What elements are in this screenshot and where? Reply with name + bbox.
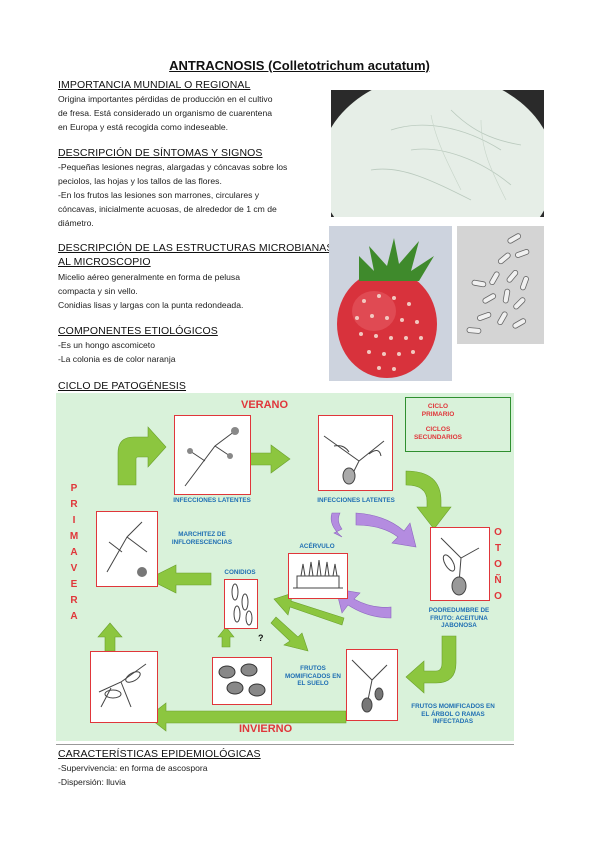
text-line: en Europa y está recogida como indeseabl… — [58, 122, 229, 132]
text-line: Micelio aéreo generalmente en forma de p… — [58, 272, 241, 282]
text-line: peciolos, las hojas y los tallos de las … — [58, 176, 222, 186]
heading-epidemiologicas: CARACTERÍSTICAS EPIDEMIOLÓGICAS — [58, 748, 261, 760]
label-marchitez: MARCHITEZ DE INFLORESCENCIAS — [162, 531, 242, 546]
text-line: -La colonia es de color naranja — [58, 354, 176, 364]
illustration-olive-tree-box — [90, 651, 158, 723]
label-line: FRUTO: ACEITUNA — [430, 614, 488, 622]
season-letter: T — [494, 543, 502, 554]
text-epidemiologicas: -Supervivencia: en forma de ascospora -D… — [58, 761, 358, 789]
strawberry-photo — [329, 226, 452, 381]
season-letter: I — [72, 515, 76, 526]
season-letter: O — [494, 591, 502, 602]
label-infecciones-2: INFECCIONES LATENTES — [317, 497, 395, 504]
conidia-microscope-image — [457, 226, 544, 344]
text-estructuras: Micelio aéreo generalmente en forma de p… — [58, 270, 328, 312]
illustration-mummified-tree-box — [346, 649, 398, 721]
text-line: -Pequeñas lesiones negras, alargadas y c… — [58, 162, 288, 172]
season-primavera: P R I M A V E R A — [68, 481, 80, 625]
season-verano: VERANO — [241, 399, 289, 411]
text-line: diámetro. — [58, 218, 94, 228]
illustration-mummified-ground-box — [212, 657, 272, 705]
heading-importancia: IMPORTANCIA MUNDIAL O REGIONAL — [58, 79, 251, 91]
divider — [56, 744, 514, 745]
label-line: EL SUELO — [297, 680, 329, 687]
season-letter: R — [70, 499, 78, 510]
label-line: FRUTOS MOMIFICADOS EN — [411, 703, 495, 710]
legend-label: CICLOS — [425, 426, 451, 433]
season-letter: O — [494, 559, 502, 570]
label-line: MOMIFICADOS EN — [285, 672, 341, 680]
legend-secundarios: CICLOS SECUNDARIOS — [408, 426, 468, 441]
label-frutos-suelo: FRUTOS MOMIFICADOS EN EL SUELO — [280, 665, 346, 688]
text-line: -Es un hongo ascomiceto — [58, 340, 155, 350]
label-line: INFECTADAS — [432, 718, 474, 725]
label-line: FRUTOS — [300, 665, 326, 672]
label-line: MARCHITEZ DE — [178, 531, 226, 538]
text-line: de fresa. Está considerado un organismo … — [58, 108, 273, 118]
text-line: cóncavas, inicialmente acuosas, de alred… — [58, 204, 277, 214]
season-letter: A — [70, 611, 78, 622]
label-line: EL ÁRBOL O RAMAS — [421, 710, 485, 718]
season-letter: A — [70, 547, 78, 558]
heading-componentes: COMPONENTES ETIOLÓGICOS — [58, 325, 218, 337]
label-acervulo: ACÉRVULO — [299, 543, 335, 550]
illustration-olive-fruit-box — [430, 527, 490, 601]
season-letter: M — [69, 531, 79, 542]
illustration-conidios-box — [224, 579, 258, 629]
season-letter: R — [70, 595, 78, 606]
season-letter: O — [494, 527, 502, 538]
text-line: Origina importantes pérdidas de producci… — [58, 94, 273, 104]
label-podredumbre: PODREDUMBRE DE FRUTO: ACEITUNA JABONOSA — [418, 607, 500, 630]
label-question: ? — [258, 633, 264, 643]
heading-sintomas: DESCRIPCIÓN DE SÍNTOMAS Y SIGNOS — [58, 147, 263, 159]
label-infecciones-1: INFECCIONES LATENTES — [173, 497, 251, 504]
heading-estructuras: DESCRIPCIÓN DE LAS ESTRUCTURAS MICROBIAN… — [58, 242, 334, 254]
text-sintomas: -Pequeñas lesiones negras, alargadas y c… — [58, 160, 328, 230]
diagram-legend — [405, 397, 511, 452]
season-invierno: INVIERNO — [239, 723, 293, 735]
text-line: compacta y sin vello. — [58, 286, 138, 296]
season-letter: E — [70, 579, 78, 590]
heading-estructuras-2: AL MICROSCOPIO — [58, 256, 151, 268]
season-otono: O T O Ñ O — [492, 525, 504, 605]
text-componentes: -Es un hongo ascomiceto -La colonia es d… — [58, 338, 328, 366]
heading-ciclo: CICLO DE PATOGÉNESIS — [58, 380, 187, 392]
legend-label: SECUNDARIOS — [413, 433, 463, 441]
text-line: -Dispersión: lluvia — [58, 777, 126, 787]
illustration-flowers-box — [174, 415, 251, 495]
label-line: PODREDUMBRE DE — [428, 607, 490, 614]
text-line: -En los frutos las lesiones son marrones… — [58, 190, 260, 200]
season-letter: P — [70, 483, 78, 494]
illustration-wilted-flowers-box — [96, 511, 158, 587]
illustration-fruit-branch-box — [318, 415, 393, 491]
season-letter: V — [70, 563, 78, 574]
page-title: ANTRACNOSIS (Colletotrichum acutatum) — [169, 58, 430, 73]
pathogenesis-cycle-diagram: CICLO PRIMARIO CICLOS SECUNDARIOS VERANO… — [56, 393, 514, 741]
label-line: JABONOSA — [441, 622, 477, 629]
illustration-acervulo-box — [288, 553, 348, 599]
text-line: -Supervivencia: en forma de ascospora — [58, 763, 208, 773]
legend-primario: CICLO PRIMARIO — [408, 403, 468, 418]
season-letter: Ñ — [494, 575, 502, 586]
text-line: Conidias lisas y largas con la punta red… — [58, 300, 244, 310]
label-conidios: CONIDIOS — [224, 569, 256, 576]
legend-label: CICLO — [427, 403, 449, 410]
text-importancia: Origina importantes pérdidas de producci… — [58, 92, 328, 134]
legend-label: PRIMARIO — [421, 410, 455, 418]
micelio-microscope-image — [331, 90, 544, 217]
label-frutos-arbol: FRUTOS MOMIFICADOS EN EL ÁRBOL O RAMAS I… — [396, 703, 510, 726]
label-line: INFLORESCENCIAS — [171, 538, 233, 546]
